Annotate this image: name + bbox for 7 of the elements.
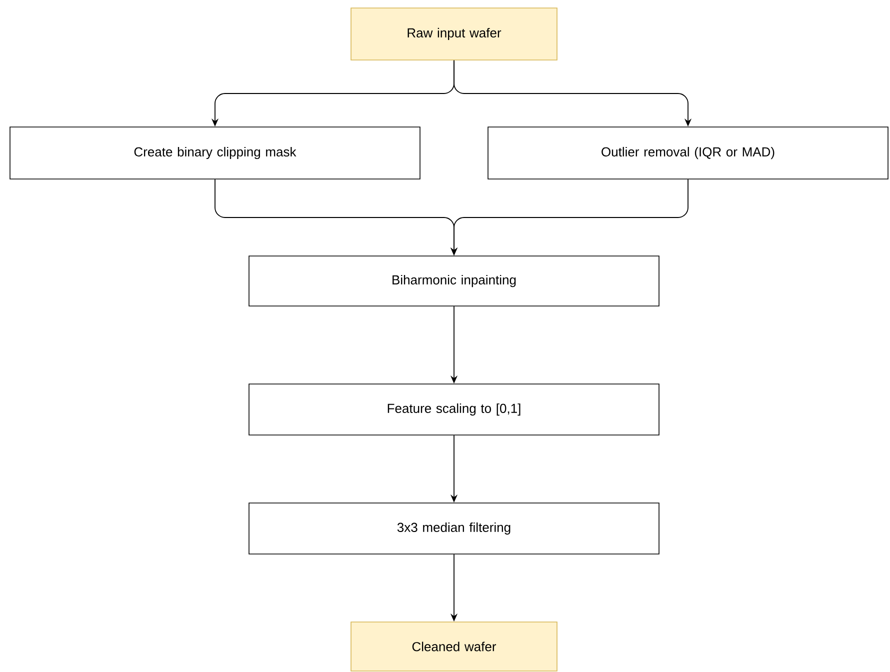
process-box: Biharmonic inpainting: [248, 256, 660, 306]
process-box: Create binary clipping mask: [10, 126, 420, 180]
process-box: 3x3 median filtering: [248, 502, 660, 554]
terminal-box: Raw input wafer: [350, 8, 558, 60]
terminal-box: Cleaned wafer: [350, 622, 558, 672]
process-box: Feature scaling to [0,1]: [248, 384, 660, 436]
process-box: Outlier removal (IQR or MAD): [488, 126, 888, 180]
